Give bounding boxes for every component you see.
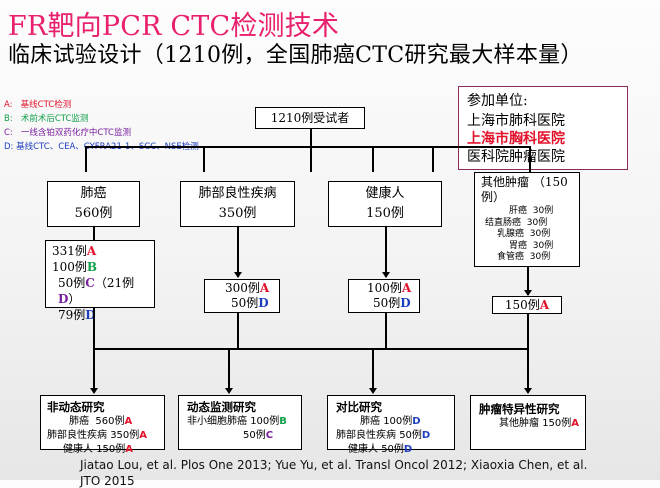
study-dynamic-title: 动态监测研究	[187, 400, 256, 414]
detail-lung-row-1: 331例A	[52, 244, 97, 258]
participant-unit-2: 上海市胸科医院	[467, 131, 565, 147]
arrow-other-detail	[524, 290, 532, 296]
root-box: 1210例受试者	[255, 107, 365, 129]
connector-lung-detail	[93, 227, 95, 241]
references-line-1: Jiatao Lou, et al. Plos One 2013; Yue Yu…	[80, 458, 588, 472]
connector-study-2	[228, 348, 230, 390]
arrow-benign-detail	[234, 272, 242, 278]
connector-study-3	[372, 348, 374, 390]
study-dynamic-box: 动态监测研究 非小细胞肺癌 100例B 50例C	[178, 395, 302, 450]
other-item-esophageal: 食管癌 30例	[497, 252, 551, 262]
group-healthy-name: 健康人	[365, 186, 405, 201]
participants-heading: 参加单位:	[467, 93, 528, 109]
study-nondynamic-title: 非动态研究	[47, 400, 105, 414]
connector-mid-down	[432, 146, 434, 172]
connector-bottom-bus	[93, 348, 528, 350]
group-lung-name: 肺癌	[80, 186, 107, 201]
connector-lung-bus	[93, 308, 95, 348]
group-healthy-box: 健康人 150例	[328, 181, 442, 227]
connector-study-4	[527, 348, 529, 390]
study-nondynamic-row-3: 健康人 150例A	[63, 444, 134, 455]
detail-lung-box: 331例A 100例B 50例C（21例D） 79例D	[45, 240, 155, 322]
group-benign-name: 肺部良性疾病	[198, 186, 277, 201]
arrow-study-1	[90, 388, 98, 394]
study-nondynamic-row-1: 肺癌 560例A	[69, 416, 133, 427]
group-healthy-count: 150例	[366, 206, 404, 221]
connector-healthy-detail	[385, 227, 387, 277]
connector-healthy-down	[310, 146, 312, 172]
participant-unit-3: 医科院肿瘤医院	[467, 149, 565, 165]
detail-benign-box: 300例A 50例D	[204, 279, 280, 313]
connector-benign-down	[203, 146, 205, 172]
detail-lung-row-2: 100例B	[52, 260, 98, 274]
detail-healthy-box: 100例A 50例D	[348, 279, 420, 313]
connector-benign-detail	[237, 227, 239, 277]
connector-other-bus	[527, 314, 529, 348]
detail-lung-row-3: 50例C（21例D）	[58, 276, 135, 306]
study-compare-row-3: 健康人 50例D	[348, 444, 413, 455]
arrow-study-4	[524, 388, 532, 394]
group-other-items: 肝癌 30例 结直肠癌 30例 乳腺癌 30例 胃癌 30例 食管癌 30例	[481, 206, 579, 264]
arrow-healthy-detail	[382, 272, 390, 278]
connector-groups-horizontal	[85, 146, 530, 148]
root-label: 1210例受试者	[270, 111, 350, 125]
group-other-name-cont: 例）	[481, 190, 506, 204]
references-line-2: JTO 2015	[80, 474, 135, 488]
study-specific-box: 肿瘤特异性研究 其他肿瘤 150例A	[470, 395, 586, 450]
connector-other-down	[529, 146, 531, 172]
arrow-study-2	[225, 388, 233, 394]
study-specific-row-1: 其他肿瘤 150例A	[499, 418, 580, 429]
connector-benign-bus	[237, 313, 239, 348]
connector-study-1	[93, 348, 95, 390]
participant-unit-1: 上海市肺科医院	[467, 113, 565, 129]
other-item-gastric: 胃癌 30例	[509, 240, 554, 251]
detail-healthy-row-1: 100例A	[367, 281, 412, 295]
page-title: FR靶向PCR CTC检测技术	[8, 11, 340, 42]
detail-benign-row-2: 50例D	[231, 296, 269, 310]
detail-lung-row-4: 79例D	[58, 308, 96, 322]
detail-benign-row-1: 300例A	[225, 281, 270, 295]
legend-item-c: C: 一线含铂双药化疗中CTC监测	[4, 128, 131, 138]
group-benign-count: 350例	[218, 206, 257, 221]
detail-other-box: 150例A	[492, 296, 562, 314]
detail-healthy-row-2: 50例D	[373, 296, 411, 310]
arrow-study-3	[369, 388, 377, 394]
group-other-box: 其他肿瘤 （150 例） 肝癌 30例 结直肠癌 30例 乳腺癌 30例 胃癌 …	[474, 172, 580, 267]
study-compare-box: 对比研究 肺癌 100例D 肺部良性疾病 50例D 健康人 50例D	[327, 395, 455, 455]
other-item-breast: 乳腺癌 30例	[497, 229, 551, 239]
other-item-liver: 肝癌 30例	[509, 206, 554, 216]
group-other-name: 其他肿瘤 （150	[481, 175, 568, 189]
connector-other-detail	[527, 267, 529, 295]
page-subtitle: 临床试验设计（1210例，全国肺癌CTC研究最大样本量）	[8, 43, 583, 68]
connector-healthy-bus	[385, 313, 387, 348]
study-compare-row-2: 肺部良性疾病 50例D	[336, 430, 431, 441]
participants-panel: 参加单位: 上海市肺科医院 上海市胸科医院 医科院肿瘤医院	[458, 86, 628, 170]
study-nondynamic-row-2: 肺部良性疾病 350例A	[47, 430, 148, 441]
connector-root-down	[310, 129, 312, 146]
group-lung-box: 肺癌 560例	[47, 181, 140, 227]
group-benign-box: 肺部良性疾病 350例	[180, 181, 295, 227]
group-lung-count: 560例	[74, 206, 113, 221]
study-compare-row-1: 肺癌 100例D	[360, 416, 421, 427]
connector-lung-down	[85, 146, 87, 172]
connector-healthy2-down	[372, 146, 374, 172]
study-specific-title: 肿瘤特异性研究	[479, 402, 560, 416]
study-nondynamic-box: 非动态研究 肺癌 560例A 肺部良性疾病 350例A 健康人 150例A	[40, 395, 165, 455]
study-dynamic-row-1: 非小细胞肺癌 100例B	[187, 416, 287, 427]
legend-item-b: B: 术前术后CTC监测	[4, 114, 89, 124]
study-compare-title: 对比研究	[336, 400, 382, 414]
study-dynamic-row-2: 50例C	[243, 430, 274, 441]
legend-item-a: A: 基线CTC检测	[4, 100, 72, 110]
other-item-colorectal: 结直肠癌 30例	[485, 217, 548, 228]
